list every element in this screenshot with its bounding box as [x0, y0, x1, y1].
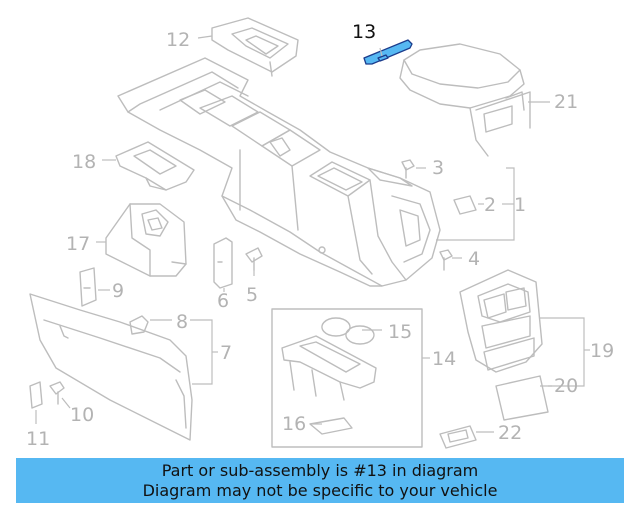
callout-7: 7 — [220, 342, 232, 364]
leader-lines — [35, 35, 590, 433]
part-17-shifter-housing — [105, 203, 187, 277]
callout-13: 13 — [352, 21, 376, 43]
callout-6: 6 — [217, 290, 229, 312]
part-3-screw — [401, 159, 415, 179]
part-11-clip — [29, 381, 43, 409]
callout-numbers: 13 12 21 18 3 2 1 17 4 9 6 5 8 15 19 7 1… — [26, 21, 614, 450]
part-8-clip — [129, 315, 149, 335]
part-21-armrest-lid — [399, 43, 531, 157]
part-10-screw — [49, 381, 65, 405]
part-5-screw — [245, 247, 263, 271]
callout-16: 16 — [282, 413, 306, 435]
banner-line-1: Part or sub-assembly is #13 in diagram — [161, 460, 479, 480]
part-13-highlighted — [363, 39, 413, 65]
callout-12: 12 — [166, 29, 190, 51]
callout-18: 18 — [72, 151, 96, 173]
callout-17: 17 — [66, 233, 90, 255]
part-7-side-panel — [29, 293, 193, 441]
callout-1: 1 — [514, 194, 526, 216]
part-12-trim-bezel — [211, 17, 299, 77]
callout-11: 11 — [26, 428, 50, 450]
callout-9: 9 — [112, 280, 124, 302]
callout-8: 8 — [176, 311, 188, 333]
callout-10: 10 — [70, 404, 94, 426]
callout-5: 5 — [246, 284, 258, 306]
part-19-rear-vent — [459, 269, 543, 373]
banner-line-2: Diagram may not be specific to your vehi… — [142, 480, 498, 500]
part-14-group-box — [271, 308, 423, 448]
callout-22: 22 — [498, 422, 522, 444]
callout-3: 3 — [432, 157, 444, 179]
callout-2: 2 — [484, 194, 496, 216]
part-6-clip — [213, 237, 233, 289]
part-2-clip — [453, 195, 477, 215]
part-20-panel — [495, 375, 549, 421]
callout-15: 15 — [388, 321, 412, 343]
callout-19: 19 — [590, 340, 614, 362]
callout-21: 21 — [554, 91, 578, 113]
part-9-clip — [79, 267, 97, 307]
part-18-bracket — [115, 141, 195, 191]
callout-20: 20 — [554, 375, 578, 397]
part-22-switch — [439, 425, 477, 449]
part-4-screw — [439, 249, 453, 271]
info-banner: Part or sub-assembly is #13 in diagram D… — [16, 458, 624, 503]
callout-4: 4 — [468, 248, 480, 270]
callout-14: 14 — [432, 348, 456, 370]
center-console-assembly — [117, 57, 441, 287]
